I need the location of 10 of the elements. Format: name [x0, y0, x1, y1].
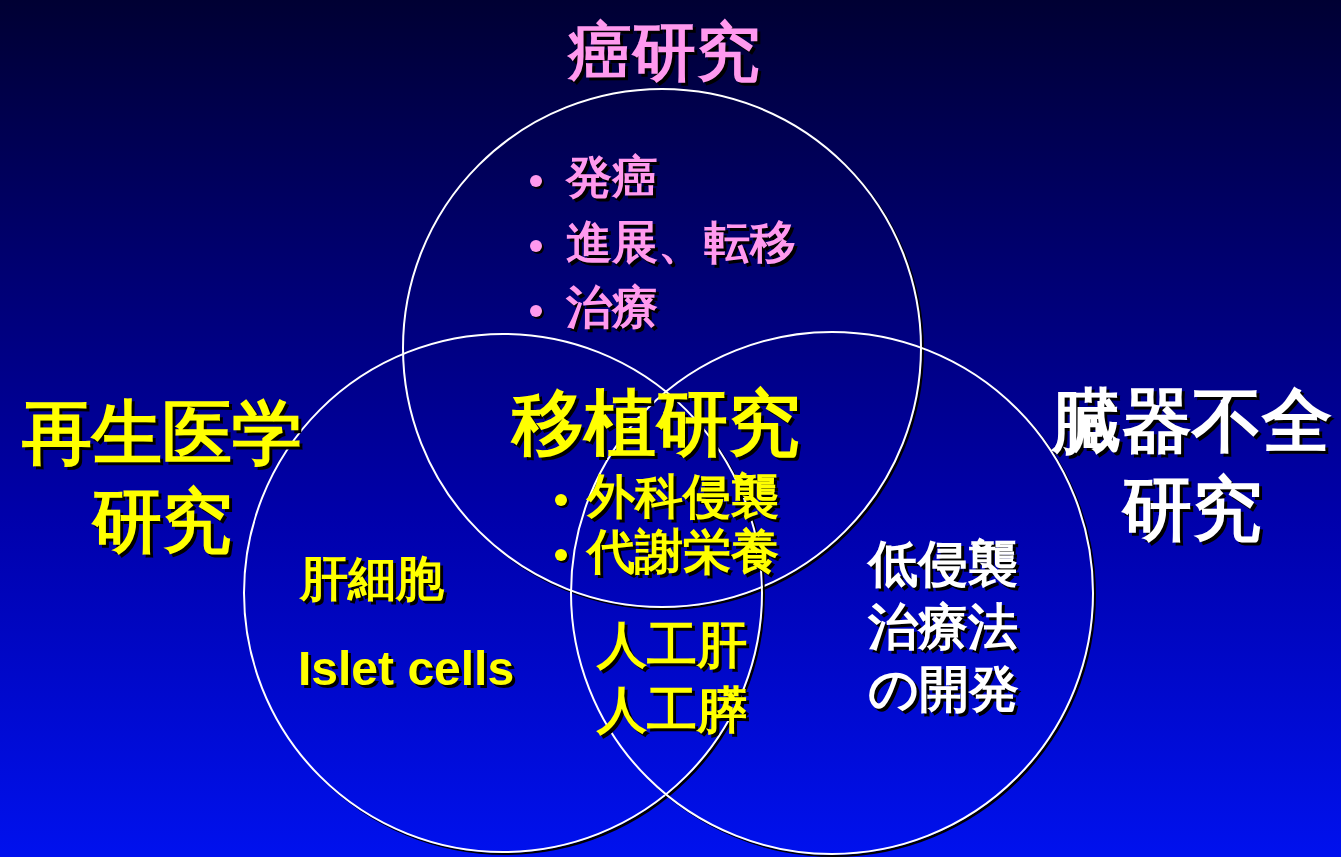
overlap-item: 人工肝 — [597, 616, 747, 675]
circle-heading: 臓器不全研究 — [1050, 381, 1333, 550]
circle-item: 肝細胞 — [300, 551, 444, 607]
circle-item: 進展、転移 — [566, 215, 796, 270]
circle-item: 発癌 — [566, 150, 658, 205]
circle-item: 治療 — [566, 280, 658, 335]
circle-item: Islet cells — [298, 641, 515, 697]
circle-item: 低侵襲治療法の開発 — [868, 535, 1020, 719]
circle-heading: 癌研究 — [568, 15, 760, 90]
circle-heading: 再生医学研究 — [21, 393, 302, 560]
